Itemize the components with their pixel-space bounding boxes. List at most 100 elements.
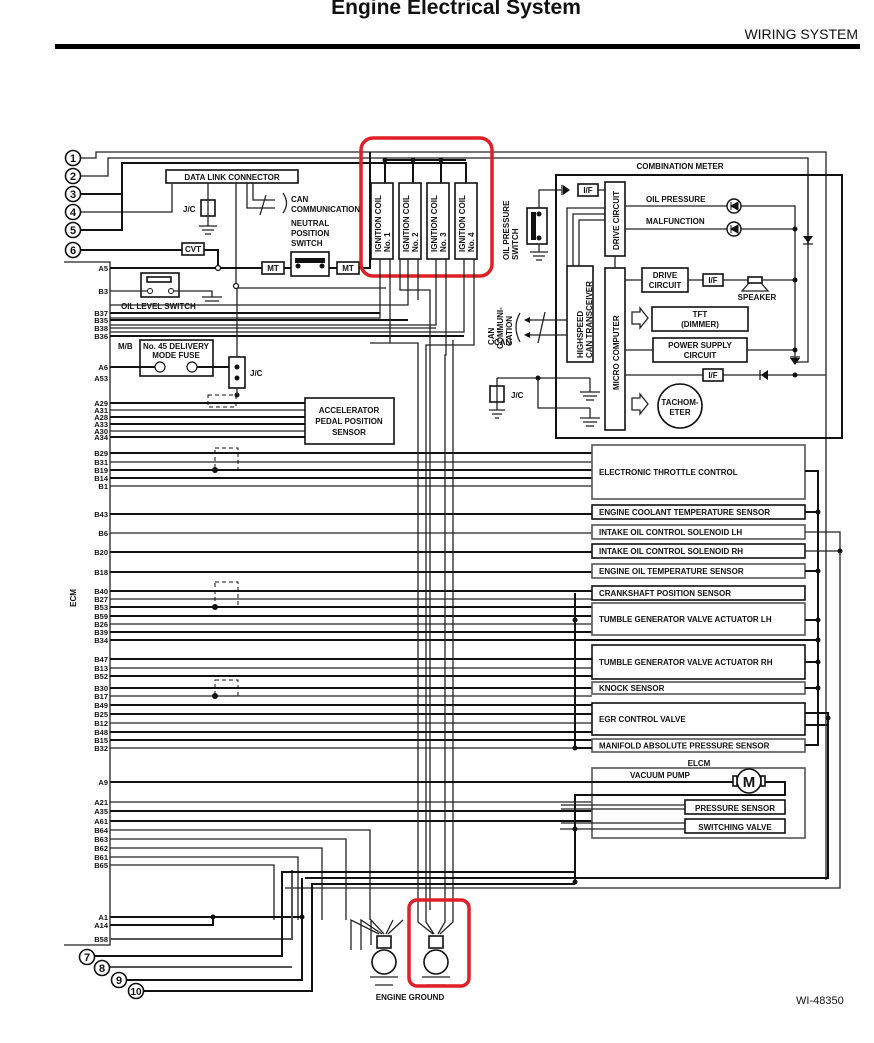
ecm-wire bbox=[110, 847, 323, 920]
ecm-pin-label: B62 bbox=[94, 844, 108, 853]
ecm: ECM bbox=[64, 261, 111, 946]
drive-circuit-label-1: DRIVE bbox=[653, 271, 678, 280]
can-label-line2: COMMUNI- bbox=[496, 307, 505, 349]
page-title: Engine Electrical System bbox=[331, 0, 581, 19]
sensor-5: CRANKSHAFT POSITION SENSOR bbox=[591, 585, 806, 601]
sensor-10: MANIFOLD ABSOLUTE PRESSURE SENSOR bbox=[591, 738, 806, 753]
ecm-pin-label: A9 bbox=[98, 778, 108, 787]
sensor-label: MANIFOLD ABSOLUTE PRESSURE SENSOR bbox=[599, 742, 770, 751]
ecm-pin-label: B1 bbox=[98, 482, 108, 491]
jc-box-fuse bbox=[228, 356, 246, 389]
jc-label-3: J/C bbox=[511, 391, 524, 400]
connector-ref-3-label: 3 bbox=[70, 189, 76, 201]
vacuum-pump-label: VACUUM PUMP bbox=[630, 771, 691, 780]
ignition-coil-number: No. 3 bbox=[439, 232, 448, 252]
sensor-label: ENGINE COOLANT TEMPERATURE SENSOR bbox=[599, 508, 770, 517]
combination-meter-title: COMBINATION METER bbox=[637, 162, 724, 171]
connector-ref-5: 5 bbox=[64, 221, 82, 239]
connector-ref-5-label: 5 bbox=[70, 225, 76, 237]
ecm-pin-label: A35 bbox=[94, 807, 108, 816]
connector-ref-9-label: 9 bbox=[116, 975, 122, 987]
ecm-pin-label: B15 bbox=[94, 736, 108, 745]
speaker-label: SPEAKER bbox=[738, 293, 777, 302]
sensor-9: EGR CONTROL VALVE bbox=[591, 702, 806, 736]
sensor-1: ENGINE COOLANT TEMPERATURE SENSOR bbox=[591, 504, 806, 520]
ecm-pin-label: B25 bbox=[94, 710, 108, 719]
ecm-pin-label: B6 bbox=[98, 529, 108, 538]
micro-computer-label: MICRO COMPUTER bbox=[612, 315, 621, 390]
ecm-pin-label: B49 bbox=[94, 701, 108, 710]
sensor-8: KNOCK SENSOR bbox=[591, 681, 806, 695]
connector-ref-1-label: 1 bbox=[70, 153, 76, 165]
neutral-position-switch-label: NEUTRAL POSITION SWITCH bbox=[291, 219, 331, 248]
ecm-pin-label: B40 bbox=[94, 587, 108, 596]
combination-meter: COMBINATION METER I/F DRIVE CIRCUIT OIL … bbox=[555, 162, 843, 439]
sensor-7: TUMBLE GENERATOR VALVE ACTUATOR RH bbox=[591, 644, 806, 680]
connector-ref-2-label: 2 bbox=[70, 171, 76, 183]
ecm-pin-label: B20 bbox=[94, 548, 108, 557]
ecm-pin-label: B31 bbox=[94, 458, 108, 467]
ecm-wire bbox=[110, 838, 347, 920]
connector-ref-10-label: 10 bbox=[130, 987, 142, 998]
connector-ref-7-label: 7 bbox=[84, 952, 90, 964]
sensor-0: ELECTRONIC THROTTLE CONTROL bbox=[591, 444, 806, 500]
ecm-pin-label: B30 bbox=[94, 684, 108, 693]
engine-ground-highlight bbox=[407, 898, 471, 988]
ecm-pin-label: B65 bbox=[94, 861, 108, 870]
figure-id: WI-48350 bbox=[796, 995, 844, 1007]
oil-level-switch-label: OIL LEVEL SWITCH bbox=[121, 302, 196, 311]
malfunction-label: MALFUNCTION bbox=[646, 217, 705, 226]
if-label-1: I/F bbox=[583, 186, 592, 195]
jc-label-2: J/C bbox=[250, 369, 263, 378]
ecm-pin-label: B29 bbox=[94, 449, 108, 458]
ecm-pin-label: A34 bbox=[94, 433, 109, 442]
apps-label-3: SENSOR bbox=[332, 428, 366, 437]
sensor-label: TUMBLE GENERATOR VALVE ACTUATOR RH bbox=[599, 658, 773, 667]
cvt-tag: CVT bbox=[181, 242, 205, 256]
can-label-line3: CATION bbox=[505, 316, 514, 346]
ecm-pin-label: B37 bbox=[94, 309, 108, 318]
sensor-label: INTAKE OIL CONTROL SOLENOID LH bbox=[599, 528, 742, 537]
ecm-ground-circuit bbox=[93, 870, 575, 992]
can-transceiver-label-2: CAN TRANSCEIVER bbox=[585, 281, 594, 358]
sensor-label: ENGINE OIL TEMPERATURE SENSOR bbox=[599, 567, 744, 576]
sensor-3: INTAKE OIL CONTROL SOLENOID RH bbox=[591, 543, 806, 559]
power-supply-label-2: CIRCUIT bbox=[684, 351, 717, 360]
sensor-ground-bus bbox=[285, 470, 843, 889]
ecm-pin-label: B52 bbox=[94, 672, 108, 681]
if-label-2: I/F bbox=[708, 276, 717, 285]
engine-grounds: ENGINE GROUND bbox=[350, 898, 471, 1002]
section-label: WIRING SYSTEM bbox=[744, 26, 858, 42]
ecm-pin-label: A1 bbox=[98, 913, 108, 922]
drive-circuit-label-2: CIRCUIT bbox=[649, 281, 682, 290]
cvt-label: CVT bbox=[185, 245, 201, 254]
oil-pressure-label: OIL PRESSURE bbox=[646, 195, 706, 204]
ecm-pin-label: A5 bbox=[98, 264, 108, 273]
ecm-pin-label: A21 bbox=[94, 798, 108, 807]
oil-pressure-switch-label-2: SWITCH bbox=[511, 228, 520, 260]
connector-ref-6: 6 bbox=[64, 241, 82, 259]
ecm-pin-label: B34 bbox=[94, 636, 109, 645]
jc-label: J/C bbox=[183, 205, 196, 214]
fuse-label-2: MODE FUSE bbox=[152, 351, 200, 360]
ecm-pin-label: B18 bbox=[94, 568, 108, 577]
sensor-label: ELECTRONIC THROTTLE CONTROL bbox=[599, 468, 738, 477]
ecm-pin-label: A30 bbox=[94, 427, 108, 436]
connector-ref-10: 10 bbox=[127, 982, 145, 1000]
ignition-coil-label: IGNITION COIL bbox=[374, 195, 383, 252]
delivery-mode-fuse: M/B No. 45 DELIVERY MODE FUSE J/C bbox=[110, 288, 263, 408]
connector-ref-1: 1 bbox=[64, 149, 82, 167]
drive-circuit-vertical-label: DRIVE CIRCUIT bbox=[612, 191, 621, 250]
motor-symbol: M bbox=[743, 774, 756, 791]
connector-ref-8: 8 bbox=[93, 959, 111, 977]
tachometer-label-2: ETER bbox=[669, 408, 691, 417]
sensor-4: ENGINE OIL TEMPERATURE SENSOR bbox=[591, 563, 806, 579]
ecm-wire bbox=[110, 864, 275, 920]
ecm-pin-label: A29 bbox=[94, 399, 108, 408]
data-link-connector-label: DATA LINK CONNECTOR bbox=[184, 173, 279, 182]
ecm-pin-label: B17 bbox=[94, 692, 108, 701]
ecm-pin-label: B35 bbox=[94, 316, 108, 325]
